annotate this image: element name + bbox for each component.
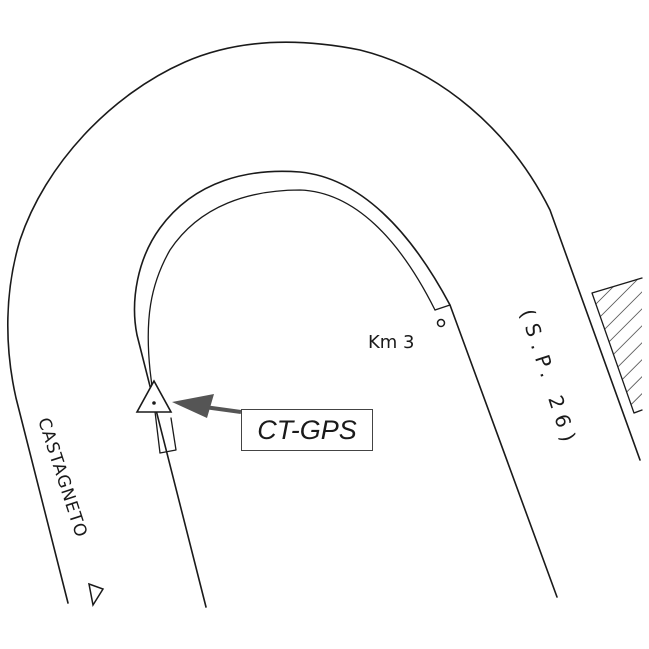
km-marker-circle-icon xyxy=(436,318,446,328)
curb-end-bottom xyxy=(159,417,177,454)
gps-point-label: CT-GPS xyxy=(241,409,373,451)
direction-triangle-icon xyxy=(88,582,105,608)
pointer-arrow-icon xyxy=(172,394,242,418)
road-name-label: (S.P. 26) xyxy=(515,306,583,451)
curb-end-top xyxy=(434,304,451,311)
road-inner-edge xyxy=(133,170,558,608)
curb-line xyxy=(147,189,436,454)
building-hatched xyxy=(591,277,643,414)
gps-point-triangle-icon xyxy=(135,379,173,413)
road-outer-edge xyxy=(6,41,641,604)
direction-label: CASTAGNETO xyxy=(33,415,91,540)
km-marker-label: Km 3 xyxy=(368,332,415,353)
